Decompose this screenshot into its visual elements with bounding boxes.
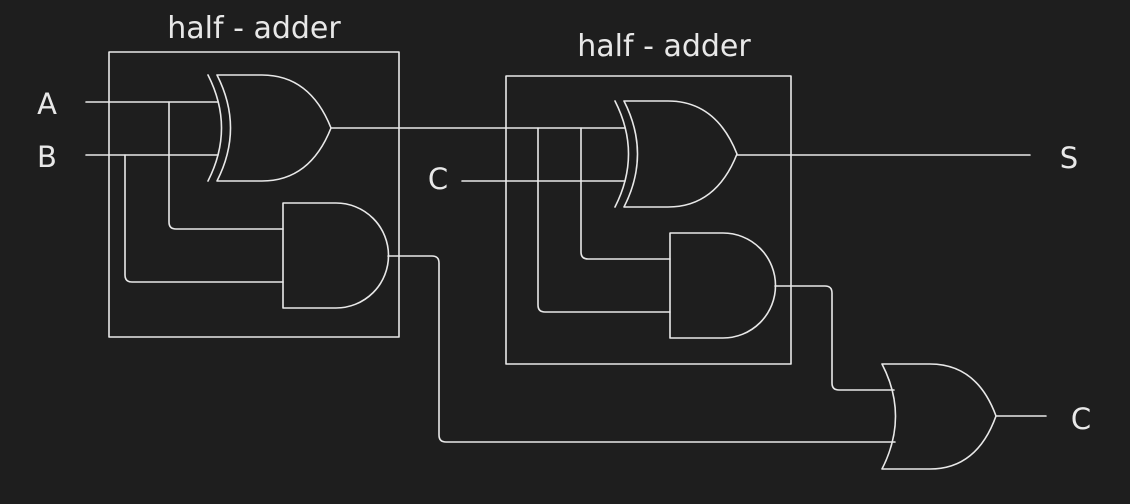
- input-label-a: A: [37, 87, 57, 121]
- wire-and-2-to-or: [774, 285, 895, 391]
- wire-a-to-and-1: [168, 101, 284, 230]
- output-label-carry: C: [1071, 402, 1091, 436]
- xor-gate-2: [614, 100, 738, 208]
- and-gate-1-body: [282, 202, 390, 309]
- and-gate-2: [669, 232, 777, 339]
- xor-gate-1-input-curve: [207, 74, 223, 182]
- xor-gate-2-input-curve: [614, 100, 630, 208]
- wire-c-to-and-2: [580, 127, 671, 260]
- and-gate-1: [282, 202, 390, 309]
- xor-gate-2-body: [623, 100, 738, 208]
- input-label-b: B: [37, 140, 57, 174]
- xor-gate-1: [207, 74, 332, 182]
- output-label-sum: S: [1060, 141, 1078, 175]
- half-adder-title-1: half - adder: [167, 11, 341, 46]
- wire-and-1-to-or: [387, 255, 896, 443]
- half-adder-box-2: [505, 75, 792, 365]
- half-adder-title-2: half - adder: [577, 29, 751, 64]
- and-gate-2-body: [669, 232, 777, 339]
- or-gate: [881, 363, 997, 470]
- wire-b-to-and-1: [124, 154, 284, 283]
- input-label-c: C: [428, 162, 448, 196]
- xor-gate-1-body: [216, 74, 332, 182]
- or-gate-body: [881, 363, 997, 470]
- wire-xor-1-to-and-2: [537, 127, 671, 313]
- half-adder-box-1: [108, 51, 400, 338]
